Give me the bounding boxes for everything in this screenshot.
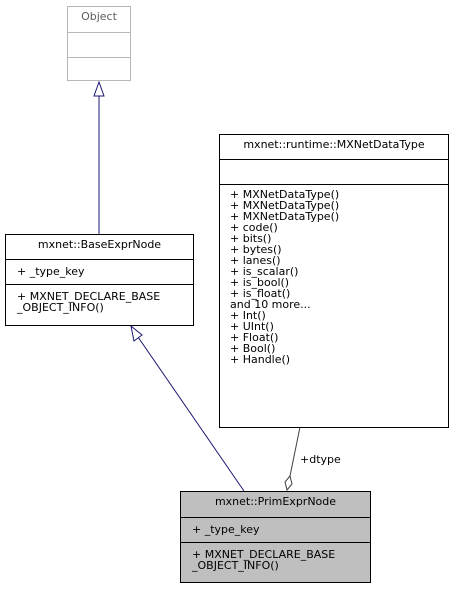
- class-prim-expr-node-title: mxnet::PrimExprNode: [214, 495, 337, 508]
- method-row: + is_float(): [230, 287, 291, 300]
- inheritance-arrowhead-base: [130, 324, 143, 342]
- method-row: + Float(): [230, 331, 279, 344]
- method-row: + is_scalar(): [230, 265, 299, 278]
- class-base-expr-node-attributes: + _type_key: [6, 259, 193, 284]
- class-object-methods: [68, 57, 130, 80]
- method-row: + MXNetDataType(): [230, 188, 340, 201]
- composition-diamond: [284, 474, 293, 492]
- method-row: _OBJECT_INFO(): [17, 301, 104, 314]
- dtype-edge-label: +dtype: [300, 453, 341, 466]
- method-row: + MXNET_DECLARE_BASE: [17, 290, 161, 303]
- class-prim-expr-node[interactable]: mxnet::PrimExprNode + _type_key + MXNET_…: [180, 491, 371, 583]
- class-prim-expr-node-methods: + MXNET_DECLARE_BASE _OBJECT_INFO(): [181, 542, 370, 573]
- class-mxnet-datatype-title: mxnet::runtime::MXNetDataType: [243, 138, 425, 151]
- method-row: + is_bool(): [230, 276, 290, 289]
- method-row: _OBJECT_INFO(): [192, 559, 279, 572]
- class-mxnet-datatype[interactable]: mxnet::runtime::MXNetDataType + MXNetDat…: [219, 134, 449, 428]
- class-prim-expr-node-attributes: + _type_key: [181, 517, 370, 542]
- method-row: + MXNetDataType(): [230, 199, 340, 212]
- method-row: + MXNetDataType(): [230, 210, 340, 223]
- class-base-expr-node[interactable]: mxnet::BaseExprNode + _type_key + MXNET_…: [5, 234, 194, 326]
- attribute-row: + _type_key: [17, 265, 85, 278]
- class-object[interactable]: Object: [67, 6, 131, 81]
- method-row: + code(): [230, 221, 278, 234]
- method-row: + lanes(): [230, 254, 281, 267]
- edge-dtype: [289, 426, 301, 477]
- edge-prim-to-base: [137, 336, 245, 492]
- class-base-expr-node-methods: + MXNET_DECLARE_BASE _OBJECT_INFO(): [6, 284, 193, 315]
- attribute-row: + _type_key: [192, 523, 260, 536]
- method-row: + bits(): [230, 232, 272, 245]
- class-object-title: Object: [81, 10, 117, 23]
- more-methods-note: and 10 more...: [230, 298, 311, 311]
- method-row: + UInt(): [230, 320, 274, 333]
- method-row: + bytes(): [230, 243, 282, 256]
- class-mxnet-datatype-methods: + MXNetDataType() + MXNetDataType() + MX…: [220, 184, 448, 367]
- class-object-attributes: [68, 32, 130, 57]
- method-row: + MXNET_DECLARE_BASE: [192, 548, 336, 561]
- class-base-expr-node-title: mxnet::BaseExprNode: [37, 238, 162, 251]
- method-row: + Int(): [230, 309, 266, 322]
- method-row: + Bool(): [230, 342, 276, 355]
- class-mxnet-datatype-attributes: [220, 159, 448, 184]
- inheritance-arrowhead-object: [93, 80, 105, 97]
- method-row: + Handle(): [230, 353, 291, 366]
